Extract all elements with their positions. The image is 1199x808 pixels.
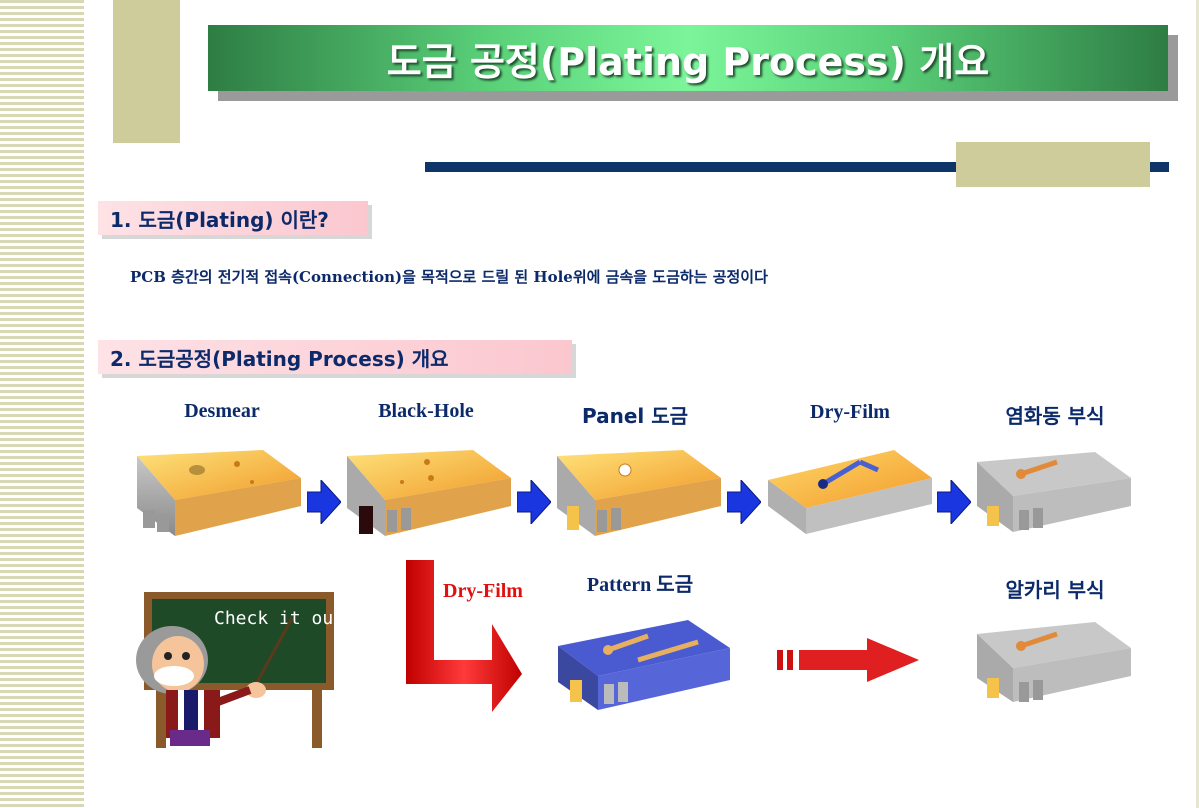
branch-dry-film-label: Dry-Film [443,580,523,602]
pcb-cupric-etching-image [977,450,1131,534]
arrow-icon-4 [937,480,971,524]
right-edge-line [1196,0,1199,808]
pcb-alkali-etching-image [977,620,1131,704]
tan-accent-block [956,142,1150,187]
teacher-chalkboard-illustration: Check it out [126,590,336,750]
pcb-panel-plating-image [557,448,721,538]
section2-heading: 2. 도금공정(Plating Process) 개요 [98,340,572,374]
tan-decor-block [113,0,180,143]
red-l-arrow-icon [406,560,522,712]
pcb-pattern-plating-image [558,620,730,712]
step-label-dry-film: Dry-Film [810,401,890,423]
step-label-alkali-etching: 알카리 부식 [1005,578,1105,602]
step-label-black-hole: Black-Hole [378,400,474,422]
step-label-pattern-plating: Pattern 도금 [586,574,694,596]
arrow-icon-1 [307,480,341,524]
title-bar: 도금 공정(Plating Process) 개요 [208,25,1168,91]
step-label-panel-plating: Panel 도금 [581,404,689,428]
section1-heading: 1. 도금(Plating) 이란? [98,201,368,235]
left-stripe-band [0,0,84,808]
pcb-dry-film-image [768,450,932,536]
arrow-icon-3 [727,480,761,524]
plating-description: PCB 층간의 전기적 접속(Connection)을 목적으로 드릴 된 Ho… [130,268,768,286]
red-right-arrow-icon [777,638,919,682]
navy-divider [425,162,1169,172]
chalkboard-text: Check it out [214,608,336,629]
page-title: 도금 공정(Plating Process) 개요 [386,39,990,84]
step-label-desmear: Desmear [184,400,260,422]
step-label-cupric-etching: 염화동 부식 [1005,404,1105,428]
pcb-black-hole-image [347,448,511,538]
pcb-desmear-image [137,448,301,538]
arrow-icon-2 [517,480,551,524]
